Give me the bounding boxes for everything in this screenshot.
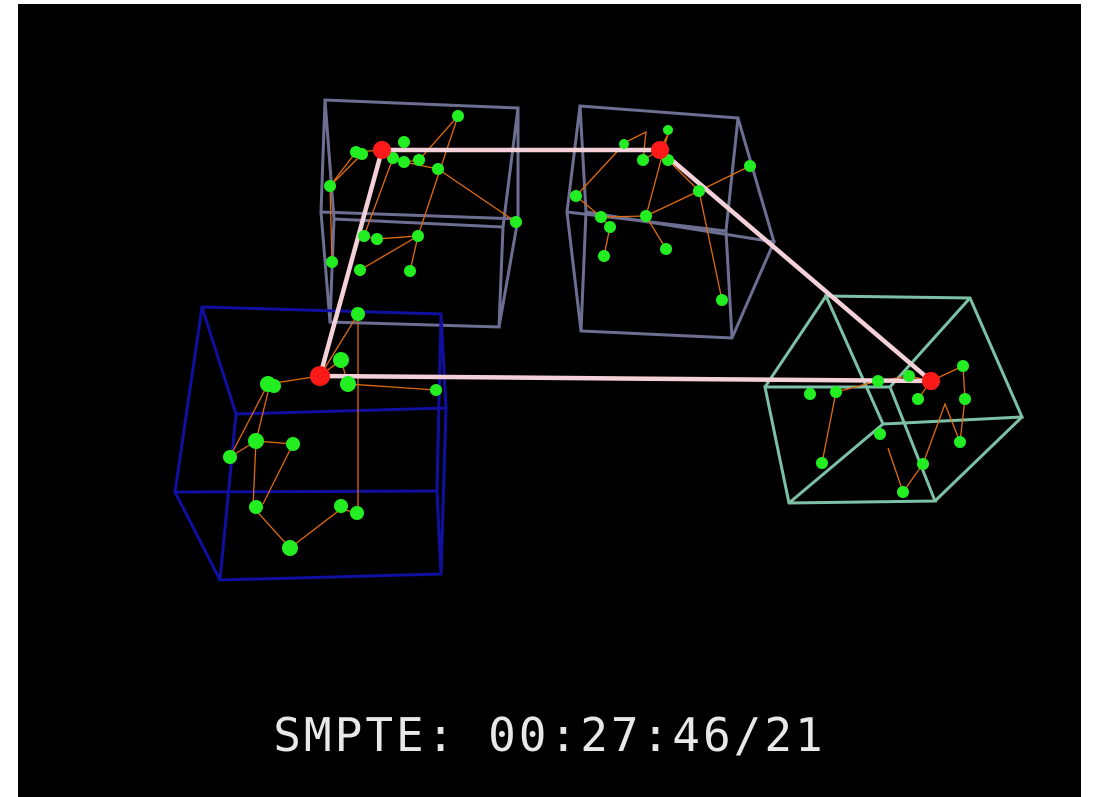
timecode-label: SMPTE: [273, 708, 458, 762]
internal-links [228, 115, 966, 549]
joints [223, 110, 971, 556]
timecode-value: 00:27:46/21 [488, 708, 826, 762]
video-frame: SMPTE: 00:27:46/21 [18, 4, 1081, 797]
network-scene [173, 98, 1025, 582]
box-top-right [565, 104, 777, 340]
box-left [173, 305, 448, 582]
smpte-timecode: SMPTE: 00:27:46/21 [18, 708, 1081, 762]
box-top-left [319, 98, 520, 329]
box-right [763, 294, 1025, 505]
hubs [310, 141, 940, 390]
